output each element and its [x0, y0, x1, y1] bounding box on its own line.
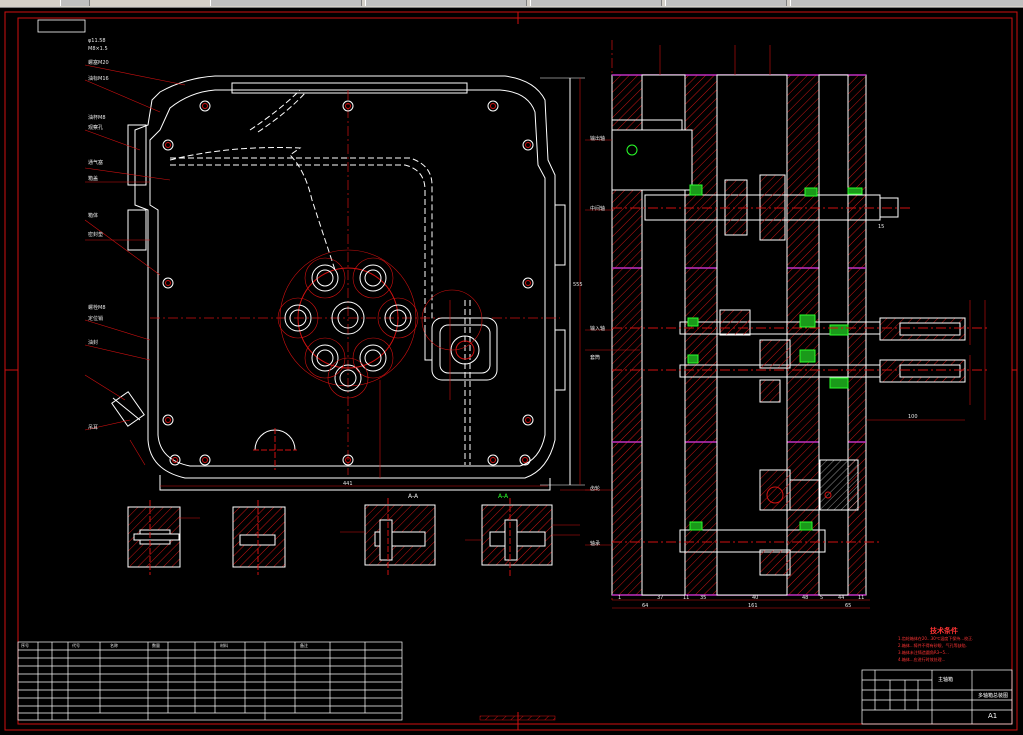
cad-drawing-canvas[interactable] — [0, 8, 1023, 735]
zone-box — [37, 19, 86, 33]
title-block — [861, 669, 1013, 725]
toolbar-button[interactable] — [210, 0, 362, 6]
toolbar-button[interactable] — [365, 0, 527, 6]
application-toolbar — [0, 0, 1023, 8]
drawing-border-inner — [17, 17, 1013, 725]
toolbar-button[interactable] — [665, 0, 787, 6]
front-view-gearbox — [127, 75, 585, 491]
toolbar-button[interactable] — [60, 0, 90, 6]
bolt-holes — [162, 100, 534, 466]
spindle-cluster — [277, 249, 419, 399]
toolbar-button[interactable] — [790, 0, 1023, 6]
drawing-border-outer — [4, 11, 1018, 731]
bom-table — [17, 641, 403, 721]
toolbar-button[interactable] — [530, 0, 662, 6]
section-details — [127, 498, 553, 578]
